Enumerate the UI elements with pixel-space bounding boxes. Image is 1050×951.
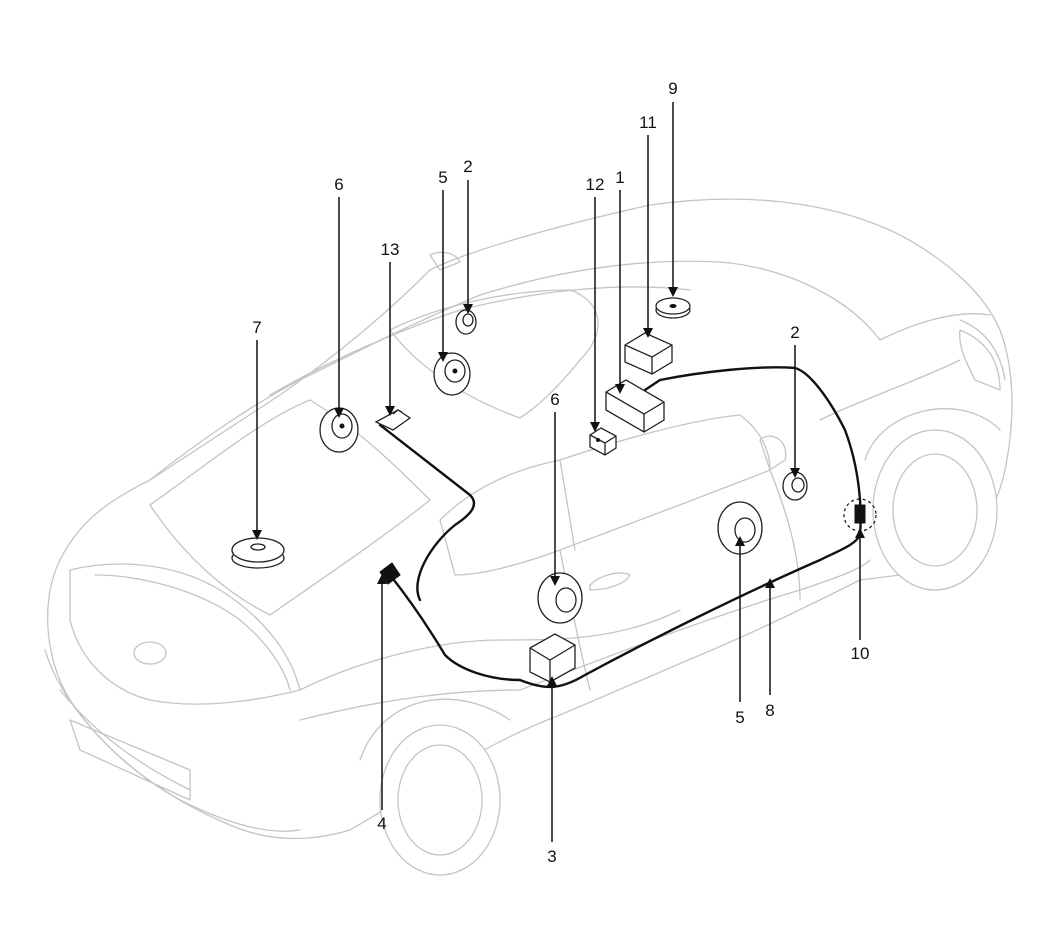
callout-2-top: 2 — [463, 157, 472, 176]
part-6-speaker-door — [537, 572, 583, 624]
callout-labels: 9 11 12 1 2 5 6 13 7 6 2 10 5 8 4 3 — [252, 79, 869, 866]
part-9-roof-speaker — [655, 297, 691, 319]
part-3-amplifier — [529, 633, 576, 683]
part-11-module — [624, 332, 673, 375]
part-4-connector — [379, 562, 401, 585]
callout-13: 13 — [381, 240, 400, 259]
part-7-subwoofer — [231, 537, 285, 569]
callout-3: 3 — [547, 847, 556, 866]
part-1-head-unit — [605, 379, 665, 433]
callout-8: 8 — [765, 701, 774, 720]
callout-5-top: 5 — [438, 168, 447, 187]
callout-11: 11 — [639, 113, 657, 132]
callout-2-right: 2 — [790, 323, 799, 342]
wiring-harness — [378, 366, 862, 689]
car-outline — [44, 198, 1013, 876]
part-12-small-module — [589, 427, 617, 456]
callout-9: 9 — [668, 79, 677, 98]
callout-7: 7 — [252, 318, 261, 337]
callout-5-bottom: 5 — [735, 708, 744, 727]
components — [231, 297, 877, 683]
callout-6-mid: 6 — [550, 390, 559, 409]
part-2-tweeter-door — [782, 471, 808, 501]
callout-6-top: 6 — [334, 175, 343, 194]
leader-lines — [252, 102, 865, 842]
callout-4: 4 — [377, 814, 386, 833]
callout-12: 12 — [586, 175, 605, 194]
callout-1: 1 — [615, 168, 624, 187]
part-2-tweeter-top — [455, 309, 477, 335]
part-5-speaker-top — [433, 352, 471, 396]
callout-10: 10 — [851, 644, 870, 663]
